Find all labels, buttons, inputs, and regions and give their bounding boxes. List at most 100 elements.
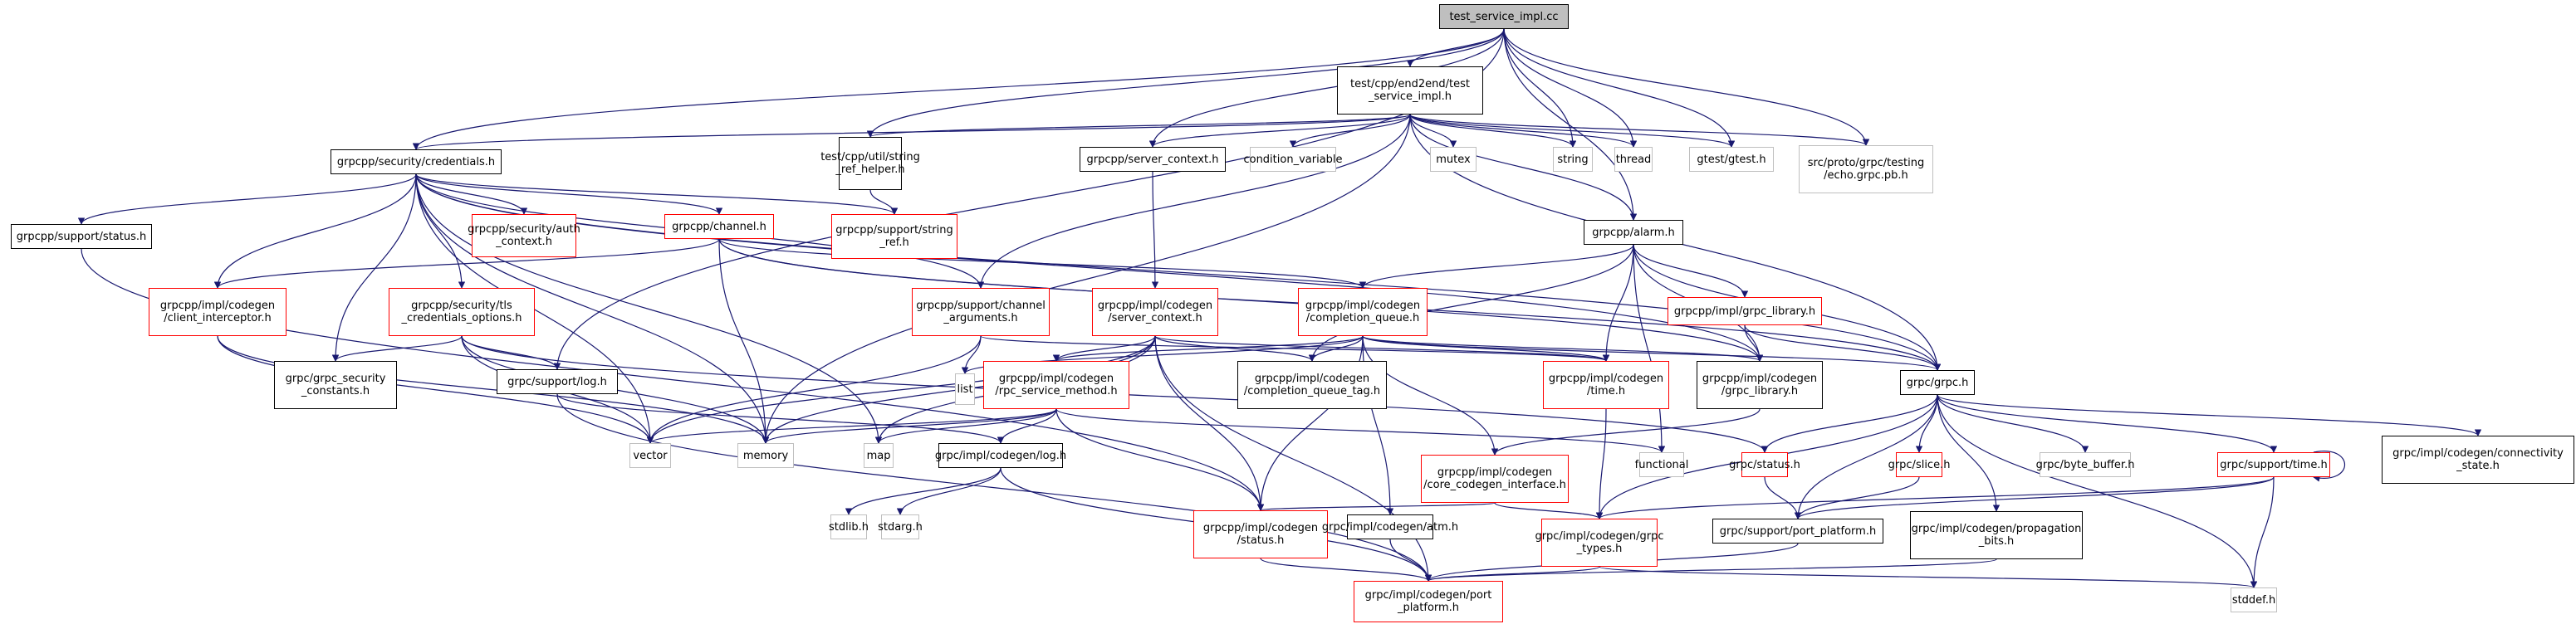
edge-credentials-to-string-ref <box>415 173 899 215</box>
edge-tls-credentials-to-security-constants <box>331 335 463 362</box>
node-auth-context[interactable]: grpcpp/security/auth _context.h <box>468 214 580 257</box>
edge-grpc-types-to-port-platform-codegen <box>1424 566 1600 582</box>
node-byte-buffer: grpc/byte_buffer.h <box>2036 452 2134 477</box>
edge-test-service-impl-h-to-thread <box>1409 114 1638 148</box>
edge-completion-queue-to-core-codegen-interface <box>1362 335 1499 456</box>
node-codegen-log[interactable]: grpc/impl/codegen/log.h <box>935 443 1066 468</box>
edge-grpc-h-to-support-time <box>1937 394 2278 453</box>
node-core-codegen-interface[interactable]: grpcpp/impl/codegen /core_codegen_interf… <box>1421 455 1569 503</box>
node-port-platform-codegen[interactable]: grpc/impl/codegen/port _platform.h <box>1354 581 1503 622</box>
edge-alarm-to-functional <box>1633 244 1666 453</box>
edge-completion-queue-to-rpc-service-method <box>1052 335 1364 362</box>
edge-test-service-impl-h-to-string-ref-helper <box>867 114 1411 138</box>
edge-alarm-to-completion-queue-tag <box>1308 244 1634 362</box>
node-port-platform-support[interactable]: grpc/support/port_platform.h <box>1712 519 1883 544</box>
edge-codegen-server-context-to-codegen-status <box>1154 335 1265 511</box>
edge-rpc-service-method-to-map <box>874 408 1057 444</box>
edge-client-interceptor-to-memory <box>217 335 770 444</box>
edge-credentials-to-security-constants <box>331 173 417 362</box>
node-echo-grpc: src/proto/grpc/testing /echo.grpc.pb.h <box>1799 145 1933 193</box>
node-alarm[interactable]: grpcpp/alarm.h <box>1584 220 1683 245</box>
node-support-log[interactable]: grpc/support/log.h <box>497 369 618 394</box>
node-security-constants[interactable]: grpc/grpc_security _constants.h <box>274 361 397 409</box>
node-channel[interactable]: grpcpp/channel.h <box>664 214 774 239</box>
node-completion-queue[interactable]: grpcpp/impl/codegen /completion_queue.h <box>1298 288 1428 336</box>
node-channel-arguments[interactable]: grpcpp/support/channel _arguments.h <box>912 288 1050 336</box>
edge-completion-queue-to-codegen-grpc-library <box>1362 335 1763 362</box>
edge-channel-to-client-interceptor <box>213 238 720 289</box>
edge-completion-queue-to-completion-queue-tag <box>1308 335 1364 362</box>
node-rpc-service-method[interactable]: grpcpp/impl/codegen /rpc_service_method.… <box>983 361 1129 409</box>
edge-rpc-service-method-to-vector <box>646 408 1057 444</box>
edge-support-time-to-support-time <box>2313 451 2345 482</box>
edge-alarm-to-grpc-library-impl <box>1633 244 1749 298</box>
node-support-time[interactable]: grpc/support/time.h <box>2217 452 2330 477</box>
edge-test-service-impl-h-to-condition-variable <box>1289 114 1411 148</box>
edge-rpc-service-method-to-codegen-log <box>997 408 1057 444</box>
edge-grpc-types-to-stddef <box>1599 566 2257 588</box>
node-grpc-status[interactable]: grpc/status.h <box>1729 452 1800 477</box>
edge-core-codegen-interface-to-grpc-types <box>1494 502 1604 519</box>
node-stdlib: stdlib.h <box>829 514 869 539</box>
edge-grpc-library-impl-to-grpc-h <box>1744 324 1942 371</box>
edge-support-log-to-codegen-log <box>556 393 1005 444</box>
edge-propagation-bits-to-port-platform-codegen <box>1425 558 1997 582</box>
edge-client-interceptor-to-vector <box>217 335 654 444</box>
node-gtest: gtest/gtest.h <box>1689 147 1774 172</box>
node-stdarg: stdarg.h <box>878 514 923 539</box>
edge-channel-to-memory <box>718 238 770 444</box>
node-string-ref-helper[interactable]: test/cpp/util/string _ref_helper.h <box>820 137 920 190</box>
node-connectivity-state[interactable]: grpc/impl/codegen/connectivity _state.h <box>2382 436 2574 484</box>
edge-support-time-to-port-platform-support <box>1794 476 2275 519</box>
edge-support-time-to-stddef <box>2250 476 2275 588</box>
edge-codegen-server-context-to-rpc-service-method <box>1052 335 1156 362</box>
node-grpc-library-impl[interactable]: grpcpp/impl/grpc_library.h <box>1668 297 1822 325</box>
edge-rpc-service-method-to-codegen-status <box>1055 408 1265 511</box>
edge-root-to-thread <box>1503 28 1638 148</box>
edge-codegen-time-to-grpc-types <box>1595 408 1607 519</box>
node-support-status[interactable]: grpcpp/support/status.h <box>11 224 152 249</box>
edge-test-service-impl-h-to-memory <box>762 114 1411 444</box>
node-mutex: mutex <box>1430 147 1477 172</box>
node-atm[interactable]: grpc/impl/codegen/atm.h <box>1322 514 1458 539</box>
node-codegen-grpc-library[interactable]: grpcpp/impl/codegen /grpc_library.h <box>1697 361 1823 409</box>
edge-support-log-to-port-platform-codegen <box>556 393 1432 582</box>
node-slice[interactable]: grpc/slice.h <box>1888 452 1950 477</box>
node-codegen-status[interactable]: grpcpp/impl/codegen /status.h <box>1193 510 1328 558</box>
edge-test-service-impl-h-to-echo-grpc <box>1409 114 1869 146</box>
edge-server-context-to-codegen-server-context <box>1151 171 1159 289</box>
node-test-service-impl-h[interactable]: test/cpp/end2end/test _service_impl.h <box>1337 66 1483 115</box>
edge-test-service-impl-h-to-gtest <box>1409 114 1736 148</box>
node-root: test_service_impl.cc <box>1439 4 1569 29</box>
edge-support-time-to-grpc-types <box>1596 476 2275 519</box>
node-client-interceptor[interactable]: grpcpp/impl/codegen /client_interceptor.… <box>149 288 286 336</box>
node-map: map <box>864 443 894 468</box>
edge-core-codegen-interface-to-codegen-status <box>1257 502 1496 511</box>
edge-grpc-status-to-port-platform-support <box>1764 476 1802 519</box>
edge-grpc-h-to-stddef <box>1937 394 2258 588</box>
node-propagation-bits[interactable]: grpc/impl/codegen/propagation _bits.h <box>1910 511 2083 559</box>
node-codegen-server-context[interactable]: grpcpp/impl/codegen /server_context.h <box>1092 288 1218 336</box>
edge-alarm-to-codegen-time <box>1602 244 1634 362</box>
edge-channel-arguments-to-vector <box>646 335 982 444</box>
edge-alarm-to-completion-queue <box>1359 244 1634 289</box>
node-thread: thread <box>1614 147 1653 172</box>
node-codegen-time[interactable]: grpcpp/impl/codegen /time.h <box>1543 361 1669 409</box>
node-credentials[interactable]: grpcpp/security/credentials.h <box>331 149 502 174</box>
edge-credentials-to-auth-context <box>415 173 528 215</box>
edge-rpc-service-method-to-memory <box>762 408 1057 444</box>
node-grpc-types[interactable]: grpc/impl/codegen/grpc _types.h <box>1535 519 1664 567</box>
edge-slice-to-port-platform-support <box>1794 476 1920 519</box>
edge-root-to-credentials <box>412 28 1505 150</box>
node-string-ref[interactable]: grpcpp/support/string _ref.h <box>831 214 957 259</box>
edge-codegen-log-to-stdarg <box>896 467 1002 515</box>
edge-tls-credentials-to-support-log <box>461 335 561 370</box>
node-server-context[interactable]: grpcpp/server_context.h <box>1080 147 1226 172</box>
node-tls-credentials[interactable]: grpcpp/security/tls _credentials_options… <box>389 288 535 336</box>
edge-grpc-h-to-connectivity-state <box>1937 394 2481 436</box>
edge-codegen-grpc-library-to-core-codegen-interface <box>1491 408 1761 456</box>
node-completion-queue-tag[interactable]: grpcpp/impl/codegen /completion_queue_ta… <box>1237 361 1387 409</box>
edge-channel-to-completion-queue <box>718 238 1366 289</box>
node-grpc-h[interactable]: grpc/grpc.h <box>1900 370 1975 395</box>
node-condition-variable: condition_variable <box>1243 147 1343 172</box>
